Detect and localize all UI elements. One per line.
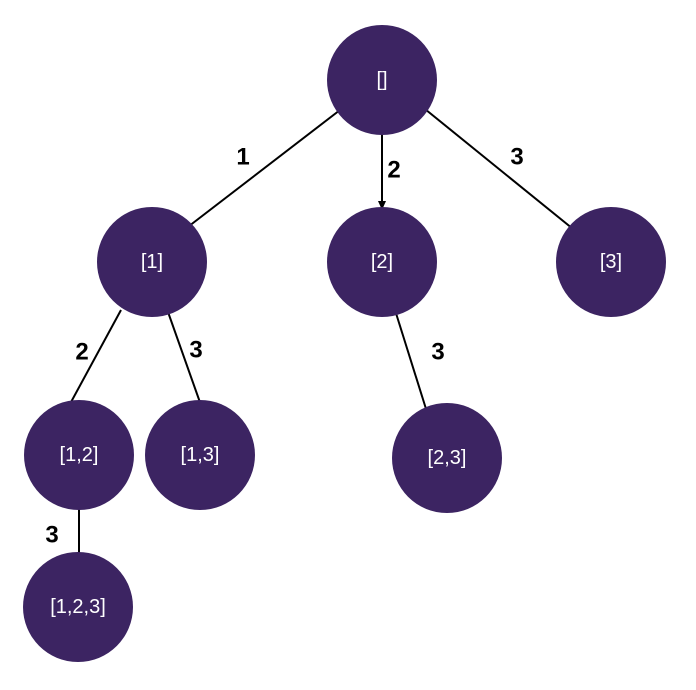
node-label: [1] xyxy=(141,251,163,273)
node-circle xyxy=(24,400,134,510)
node-label: [2] xyxy=(371,251,393,273)
edge-arrow xyxy=(63,309,122,416)
node-label: [3] xyxy=(600,251,622,273)
node-circle xyxy=(145,400,255,510)
node-circle xyxy=(23,552,133,662)
edge-label: 3 xyxy=(45,522,58,549)
node-n2: [2] xyxy=(327,207,437,317)
node-root: [] xyxy=(327,25,437,135)
node-circle xyxy=(97,207,207,317)
node-n12: [1,2] xyxy=(24,400,134,510)
edge-label: 2 xyxy=(387,157,400,184)
node-n123: [1,2,3] xyxy=(23,552,133,662)
node-n13: [1,3] xyxy=(145,400,255,510)
node-circle xyxy=(327,25,437,135)
node-circle xyxy=(392,403,502,513)
edge-label: 3 xyxy=(189,337,202,364)
node-label: [1,3] xyxy=(181,444,220,466)
node-n1: [1] xyxy=(97,207,207,317)
edge-arrow xyxy=(179,109,341,234)
node-label: [1,2,3] xyxy=(50,596,106,618)
edge-root-n3 xyxy=(419,104,579,234)
node-n23: [2,3] xyxy=(392,403,502,513)
node-label: [1,2] xyxy=(60,444,99,466)
edge-n1-n12 xyxy=(63,309,122,416)
node-label: [] xyxy=(376,69,387,91)
edge-label: 3 xyxy=(431,339,444,366)
edge-label: 3 xyxy=(510,144,523,171)
edge-label: 2 xyxy=(75,339,88,366)
node-n3: [3] xyxy=(556,207,666,317)
node-circle xyxy=(556,207,666,317)
node-label: [2,3] xyxy=(428,447,467,469)
edge-root-n1 xyxy=(179,109,341,234)
edge-label: 1 xyxy=(236,144,249,171)
node-circle xyxy=(327,207,437,317)
edge-arrow xyxy=(419,104,579,234)
